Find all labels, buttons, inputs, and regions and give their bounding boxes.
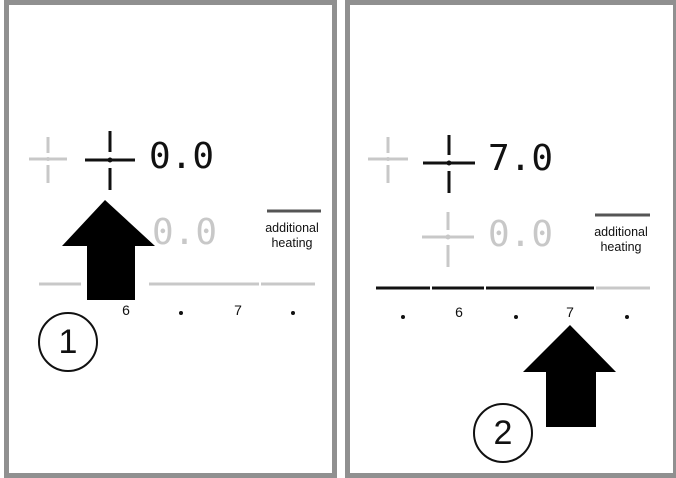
- secondary-temp-display: 0.0: [488, 214, 554, 255]
- callout-circle-icon: [473, 403, 533, 463]
- callout-circle-icon: [38, 312, 98, 372]
- active-temp-display: 7.0: [488, 138, 554, 179]
- active-cooking-zone-icon: [85, 131, 135, 190]
- arrow-up-icon: [62, 200, 155, 300]
- active-cooking-zone-icon: [423, 135, 475, 193]
- scale-tick-6: 6: [455, 304, 463, 320]
- additional-heating-label: additional heating: [259, 221, 325, 251]
- additional-heating-label-line2: heating: [600, 240, 642, 254]
- scale-dot: [625, 315, 629, 319]
- scale-dot: [179, 311, 183, 315]
- scale-tick-7: 7: [234, 302, 242, 318]
- cooktop-display-panel-1: 0.0 0.0 additional heating 6 7 1: [4, 0, 337, 478]
- secondary-temp-display: 0.0: [152, 212, 218, 253]
- inactive-cooking-zone-icon: [29, 137, 67, 183]
- additional-heating-label-line2: heating: [271, 236, 313, 250]
- panel-1-graphics: [29, 131, 321, 372]
- inactive-cooking-zone-icon: [368, 137, 408, 183]
- cooktop-display-panel-2: 7.0 0.0 additional heating 6 7 2: [345, 0, 676, 478]
- additional-heating-label-line1: additional: [594, 225, 648, 239]
- active-temp-display: 0.0: [149, 136, 215, 177]
- callout-number: 2: [493, 414, 513, 452]
- scale-tick-6: 6: [122, 302, 130, 318]
- additional-heating-label: additional heating: [588, 225, 654, 255]
- scale-tick-7: 7: [566, 304, 574, 320]
- callout-number: 1: [58, 323, 78, 361]
- scale-dot: [514, 315, 518, 319]
- scale-dot: [291, 311, 295, 315]
- panel-2-graphics: [368, 135, 650, 463]
- additional-heating-label-line1: additional: [265, 221, 319, 235]
- secondary-cooking-zone-icon: [422, 212, 474, 267]
- arrow-up-icon: [523, 325, 616, 427]
- scale-dot: [401, 315, 405, 319]
